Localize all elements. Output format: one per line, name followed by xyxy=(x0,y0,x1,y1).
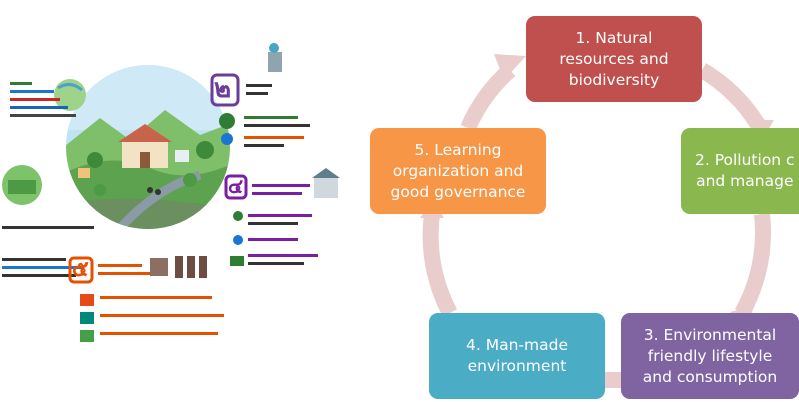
landscape-scene xyxy=(66,65,230,229)
arc-1-to-2 xyxy=(697,63,767,133)
cluster-section-2 xyxy=(210,43,310,147)
infographic-art xyxy=(2,43,340,342)
cycle-ring xyxy=(420,54,774,392)
arc-2-to-3 xyxy=(734,213,772,317)
cycle-node-environmental-lifestyle: 3. Environmental friendly lifestyle and … xyxy=(621,313,799,399)
cluster-top-left xyxy=(10,79,86,117)
environment-infographic: ๒ ๔ ๕ xyxy=(0,0,350,402)
arc-4-to-5 xyxy=(422,212,458,317)
section-number-2: ๒ xyxy=(214,74,232,104)
section-number-5: ๕ xyxy=(72,256,89,282)
ring-arrows xyxy=(420,54,774,392)
section-number-4: ๔ xyxy=(228,174,244,198)
arrowhead-1 xyxy=(494,54,526,80)
cycle-diagram: 1. Natural resources and biodiversity 2.… xyxy=(350,0,799,402)
cluster-section-4 xyxy=(224,168,340,266)
cluster-left-middle xyxy=(2,165,94,277)
cluster-section-5 xyxy=(68,256,224,342)
cycle-node-learning-organization: 5. Learning organization and good govern… xyxy=(370,128,546,214)
cycle-node-man-made-environment: 4. Man-made environment xyxy=(429,313,605,399)
cycle-node-pollution-control: 2. Pollution c and manage xyxy=(681,128,799,214)
cycle-node-natural-resources: 1. Natural resources and biodiversity xyxy=(526,16,702,102)
